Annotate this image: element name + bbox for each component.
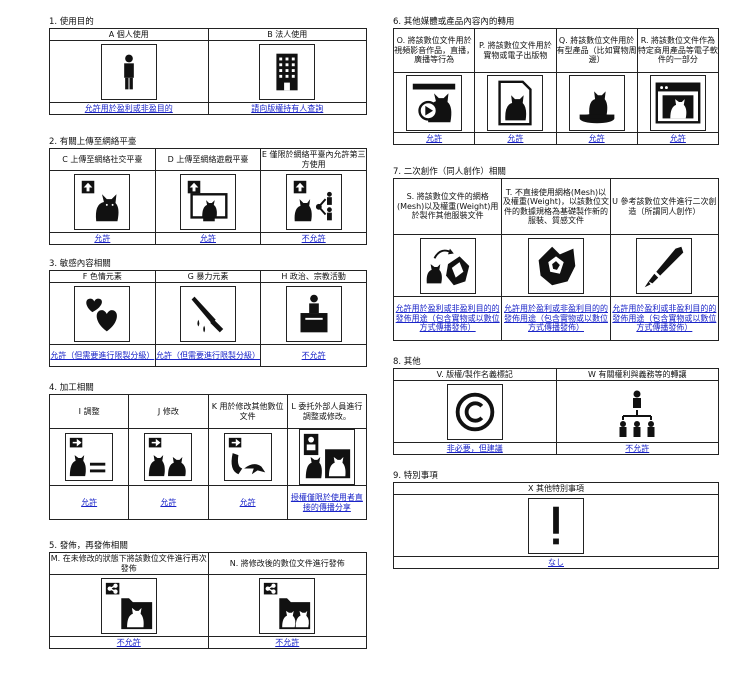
redistribution-table: M. 在未修改的狀態下將該數位文件進行再次發佈 N. 將修改後的數位文件進行發佈… — [49, 552, 367, 649]
result-x[interactable]: なし — [393, 556, 719, 569]
section-title: 8. 其他 — [393, 357, 421, 367]
upload-game-icon — [179, 173, 236, 230]
header-t: T. 不直接使用網格(Mesh)以及權重(Weight)，以該數位文件的數據規格… — [501, 178, 611, 235]
result-r[interactable]: 允許 — [636, 132, 720, 145]
result-q[interactable]: 允許 — [555, 132, 638, 145]
special-table: X 其他特別事項 なし — [393, 482, 719, 569]
result-p[interactable]: 允許 — [474, 132, 557, 145]
header-l: L 委托外部人員進行調整或修改。 — [286, 394, 368, 429]
header-i: I 調整 — [48, 394, 130, 429]
header-g: G 暴力元素 — [154, 270, 262, 283]
result-h[interactable]: 不允許 — [260, 344, 367, 367]
section-upload-platform: 2. 有關上傳至網絡平臺 C 上傳至網絡社交平臺 D 上傳至網絡遊戲平臺 E 僅… — [49, 137, 367, 245]
section-derivative-works: 7. 二次創作（同人創作）相關 S. 將該數位文件的網格(Mesh)以及權重(W… — [392, 167, 720, 341]
header-e: E 僅限於網絡平臺內允許第三方使用 — [260, 148, 367, 171]
section-other: 8. 其他 V. 版權/製作名義標記 W 有關權利與義務等的轉讓 非必要，但建議… — [393, 357, 719, 455]
result-i[interactable]: 允許 — [48, 485, 130, 520]
copyright-icon — [446, 383, 503, 440]
result-d[interactable]: 允許 — [154, 232, 262, 245]
result-j[interactable]: 允許 — [128, 485, 209, 520]
header-j: J 修改 — [128, 394, 209, 429]
redistribute-modified-icon — [259, 577, 316, 634]
sensitive-table: F 色情元素 G 暴力元素 H 政治、宗教活動 允許（但需要進行限製分級） 允許… — [49, 270, 367, 367]
derivative-clothing-icon — [527, 237, 584, 294]
software-icon — [649, 74, 706, 131]
modify-other-icon — [223, 433, 272, 481]
result-n[interactable]: 不允許 — [207, 636, 367, 649]
result-k[interactable]: 允許 — [207, 485, 288, 520]
section-usage-purpose: 1. 使用目的 A 個人使用 B 法人使用 允許用於盈利或非盈目的 請向版權持有… — [49, 17, 367, 115]
result-s[interactable]: 允許用於盈利或非盈利目的的發佈用途（包含實物或以數位方式傳播發佈） — [392, 296, 503, 341]
section-sensitive-content: 3. 敏感內容相關 F 色情元素 G 暴力元素 H 政治、宗教活動 允許（但需要… — [49, 259, 367, 367]
fan-creation-icon — [636, 237, 693, 294]
section-title: 5. 發佈，再發佈相關 — [49, 541, 128, 551]
section-title: 4. 加工相關 — [49, 383, 94, 393]
result-a[interactable]: 允許用於盈利或非盈目的 — [49, 102, 209, 115]
section-title: 2. 有關上傳至網絡平臺 — [49, 137, 137, 147]
upload-share-icon — [285, 173, 342, 230]
result-w[interactable]: 不允許 — [555, 442, 719, 455]
usage-table: A 個人使用 B 法人使用 允許用於盈利或非盈目的 請向版權持有人查詢 — [49, 28, 367, 115]
adjust-icon — [65, 433, 114, 481]
result-u[interactable]: 允許用於盈利或非盈利目的的發佈用途（包含實物或以數位方式傳播發佈） — [609, 296, 720, 341]
knife-icon — [179, 285, 236, 342]
section-title: 7. 二次創作（同人創作）相關 — [393, 167, 506, 177]
section-special-notes: 9. 特別事項 X 其他特別事項 なし — [393, 471, 719, 569]
header-r: R. 將該數位文件作為特定商用產品等電子軟件的一部分 — [636, 28, 720, 73]
header-f: F 色情元素 — [49, 270, 156, 283]
other-table: V. 版權/製作名義標記 W 有關權利與義務等的轉讓 非必要，但建議 不允許 — [393, 368, 719, 455]
upload-social-icon — [74, 173, 131, 230]
section-title: 1. 使用目的 — [49, 17, 94, 27]
section-title: 6. 其他媒體或產品內容內的轉用 — [393, 17, 515, 27]
header-p: P. 將該數位文件用於實物或電子出版物 — [474, 28, 557, 73]
header-w: W 有關權利與義務等的轉讓 — [555, 368, 719, 381]
result-v[interactable]: 非必要，但建議 — [393, 442, 557, 455]
header-d: D 上傳至網絡遊戲平臺 — [154, 148, 262, 171]
heart-icon — [74, 285, 131, 342]
modify-icon — [144, 433, 193, 481]
header-o: O. 將該數位文件用於視頻影音作品，直播，廣播等行為 — [392, 28, 476, 73]
processing-table: I 調整 J 修改 K 用於修改其他數位文件 L 委托外部人員進行調整或修改。 — [48, 394, 368, 520]
podium-icon — [285, 285, 342, 342]
header-k: K 用於修改其他數位文件 — [207, 394, 288, 429]
merchandise-icon — [568, 74, 625, 131]
header-a: A 個人使用 — [49, 28, 209, 41]
header-b: B 法人使用 — [207, 28, 367, 41]
header-c: C 上傳至網絡社交平臺 — [49, 148, 156, 171]
person-icon — [100, 43, 157, 100]
publication-icon — [487, 74, 544, 131]
header-s: S. 將該數位文件的網格(Mesh)以及權重(Weight)用於製作其他服裝文件 — [392, 178, 503, 235]
header-x: X 其他特別事項 — [393, 482, 719, 495]
result-f[interactable]: 允許（但需要進行限製分級） — [49, 344, 156, 367]
header-q: Q. 將該數位文件用於有型產品（比如實物周邊） — [555, 28, 638, 73]
section-title: 9. 特別事項 — [393, 471, 438, 481]
section-processing: 4. 加工相關 I 調整 J 修改 K 用於修改其他數位文件 L 委托外部人員進… — [48, 383, 368, 520]
exclamation-icon — [528, 497, 584, 554]
section-title: 3. 敏感內容相關 — [49, 259, 111, 269]
header-u: U 參考該數位文件進行二次創造（所謂同人創作） — [609, 178, 720, 235]
section-redistribution: 5. 發佈，再發佈相關 M. 在未修改的狀態下將該數位文件進行再次發佈 N. 將… — [49, 541, 367, 649]
redistribute-icon — [100, 577, 157, 634]
building-icon — [259, 43, 316, 100]
header-m: M. 在未修改的狀態下將該數位文件進行再次發佈 — [49, 552, 209, 575]
upload-table: C 上傳至網絡社交平臺 D 上傳至網絡遊戲平臺 E 僅限於網絡平臺內允許第三方使… — [49, 148, 367, 245]
result-m[interactable]: 不允許 — [49, 636, 209, 649]
result-c[interactable]: 允許 — [49, 232, 156, 245]
result-b[interactable]: 請向版權持有人查詢 — [207, 102, 367, 115]
result-l[interactable]: 授權僅限於使用者直接的傳播分享 — [286, 485, 368, 520]
result-g[interactable]: 允許（但需要進行限製分級） — [154, 344, 262, 367]
derivative-table: S. 將該數位文件的網格(Mesh)以及權重(Weight)用於製作其他服裝文件… — [392, 178, 720, 341]
header-n: N. 將修改後的數位文件進行發佈 — [207, 552, 367, 575]
section-media-reuse: 6. 其他媒體或產品內容內的轉用 O. 將該數位文件用於視頻影音作品，直播，廣播… — [392, 17, 720, 145]
header-v: V. 版權/製作名義標記 — [393, 368, 557, 381]
result-e[interactable]: 不允許 — [260, 232, 367, 245]
outsource-icon — [298, 429, 355, 485]
media-table: O. 將該數位文件用於視頻影音作品，直播，廣播等行為 P. 將該數位文件用於實物… — [392, 28, 720, 145]
video-icon — [406, 74, 463, 131]
result-o[interactable]: 允許 — [392, 132, 476, 145]
result-t[interactable]: 允許用於盈利或非盈利目的的發佈用途（包含實物或以數位方式傳播發佈） — [501, 296, 611, 341]
mesh-reuse-icon — [419, 237, 476, 294]
header-h: H 政治、宗教活動 — [260, 270, 367, 283]
rights-transfer-icon — [609, 384, 665, 440]
